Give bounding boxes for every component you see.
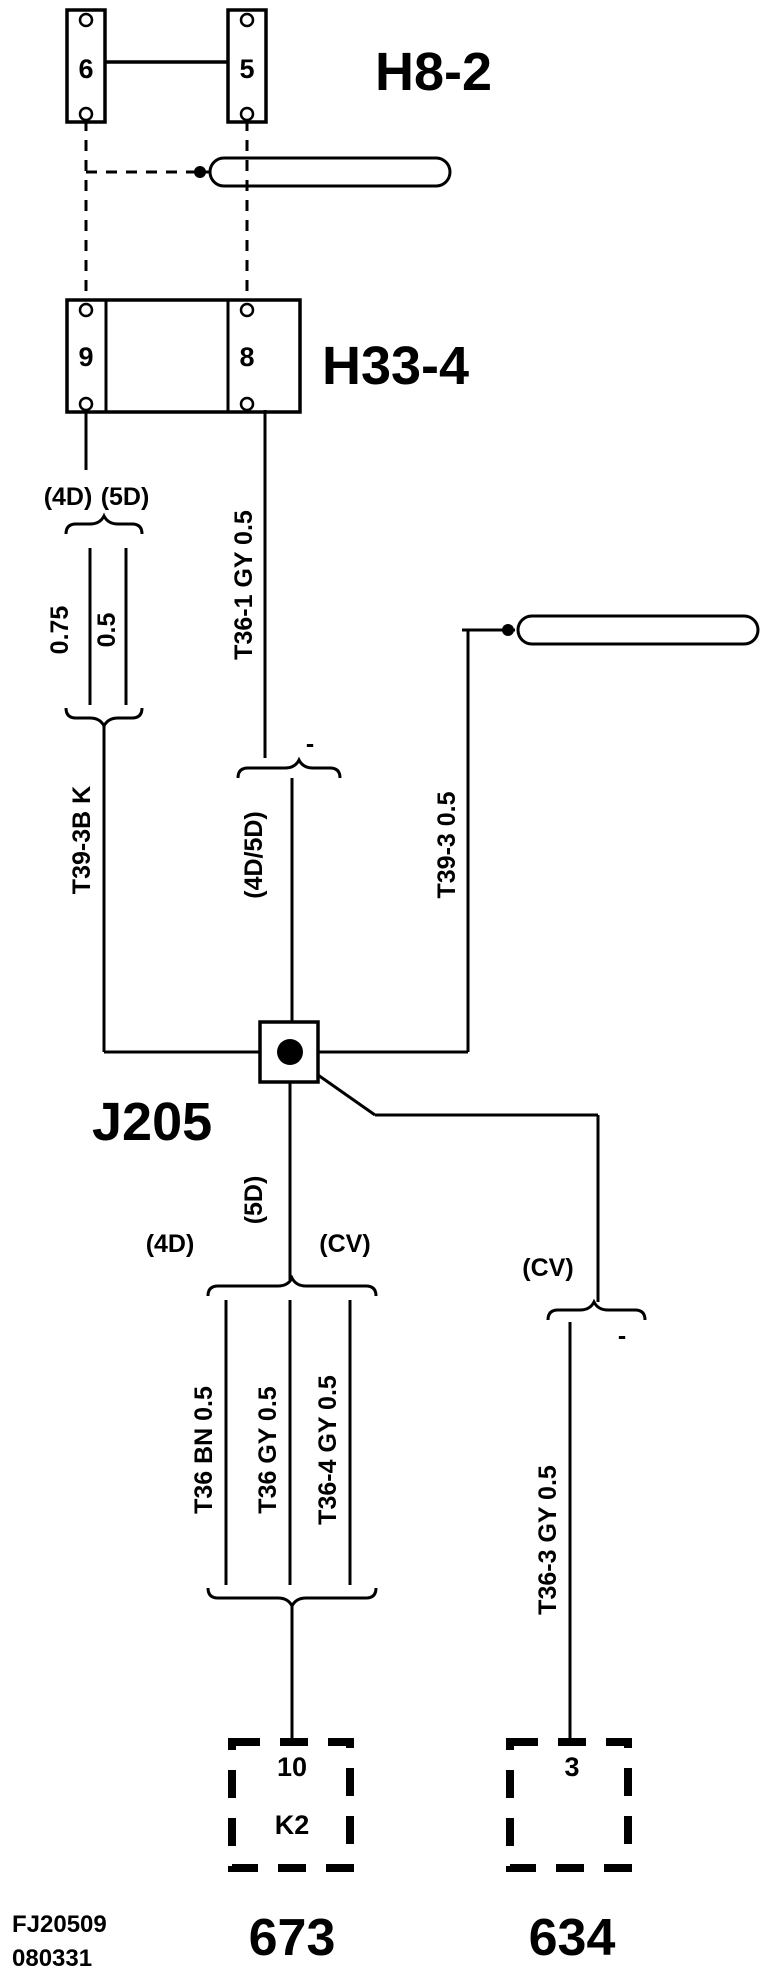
wire-t36-4-label: T36-4 GY 0.5 <box>314 1375 342 1525</box>
connector-h8-2-pin-5-block <box>226 8 268 124</box>
footer-code-1: FJ20509 <box>12 1911 107 1938</box>
shield-right <box>516 614 760 646</box>
connector-h33-4: 9 8 H33-4 <box>65 298 469 414</box>
wire-j205-diagonal <box>317 1073 376 1117</box>
pin-dot <box>239 302 255 318</box>
junction-j205-name: J205 <box>92 1092 212 1152</box>
wire-size-075: 0.75 <box>46 606 74 655</box>
brace-lower-top <box>206 1274 378 1297</box>
wire-t39-3b-label: T39-3B K <box>68 786 96 894</box>
pin-dot <box>78 396 94 412</box>
component-k2: 10 K2 673 <box>228 1738 354 1967</box>
component-634-outline <box>506 1738 632 1872</box>
pin-dot <box>78 12 94 28</box>
component-k2-code: 673 <box>249 1909 336 1967</box>
shield-top <box>208 156 452 188</box>
component-634: 3 634 <box>506 1738 632 1967</box>
connector-h33-4-name: H33-4 <box>322 336 469 396</box>
connector-h33-4-pin-right: 8 <box>239 342 254 372</box>
wire-size-05: 0.5 <box>93 613 121 648</box>
pin-dot <box>78 302 94 318</box>
brace-lower-bottom <box>206 1587 378 1610</box>
connector-h33-4-pin-left: 9 <box>78 342 93 372</box>
brace-cv-right <box>546 1298 647 1321</box>
junction-j205-dot <box>277 1039 303 1065</box>
variant-4d-bottom: (4D) <box>146 1230 195 1258</box>
shield-right-dot <box>502 624 514 636</box>
variant-dash-1: - <box>306 730 314 758</box>
pin-dot <box>239 12 255 28</box>
connector-h8-2-name: H8-2 <box>375 42 492 102</box>
brace-left-bottom <box>64 707 144 730</box>
component-k2-pin: 10 <box>277 1752 307 1782</box>
component-634-pin: 3 <box>564 1752 579 1782</box>
variant-4d-label: (4D) <box>44 483 93 511</box>
wire-gy-36-label: T36 GY 0.5 <box>254 1386 282 1513</box>
component-k2-outline <box>228 1738 354 1872</box>
variant-cv-bottom: (CV) <box>319 1230 370 1258</box>
variant-5d-bottom: (5D) <box>240 1176 268 1225</box>
variant-dash-2: - <box>618 1322 626 1350</box>
wire-t39-3-label: T39-3 0.5 <box>433 791 461 898</box>
connector-h8-2-pin-left: 6 <box>78 54 93 84</box>
junction-j205: J205 <box>92 1020 320 1152</box>
variant-5d-label: (5D) <box>101 483 150 511</box>
brace-centre-top <box>236 756 342 779</box>
variant-cv-right: (CV) <box>522 1254 573 1282</box>
wire-t36-3-label: T36-3 GY 0.5 <box>534 1465 562 1615</box>
pin-dot <box>239 106 255 122</box>
connector-h33-4-body <box>65 298 302 414</box>
pin-dot <box>239 396 255 412</box>
wire-gy-label: T36-1 GY 0.5 <box>230 510 258 660</box>
brace-left-top <box>64 512 144 535</box>
component-634-code: 634 <box>529 1909 616 1967</box>
connector-h8-2-pin-right: 5 <box>239 54 254 84</box>
variant-4d-5d-label: (4D/5D) <box>240 811 268 899</box>
connector-h8-2: 6 5 H8-2 <box>65 8 492 124</box>
shield-junction-dot <box>194 166 206 178</box>
component-k2-name: K2 <box>275 1810 310 1840</box>
pin-dot <box>78 106 94 122</box>
footer-code-2: 080331 <box>12 1945 92 1972</box>
wire-bn-label: T36 BN 0.5 <box>190 1386 218 1514</box>
